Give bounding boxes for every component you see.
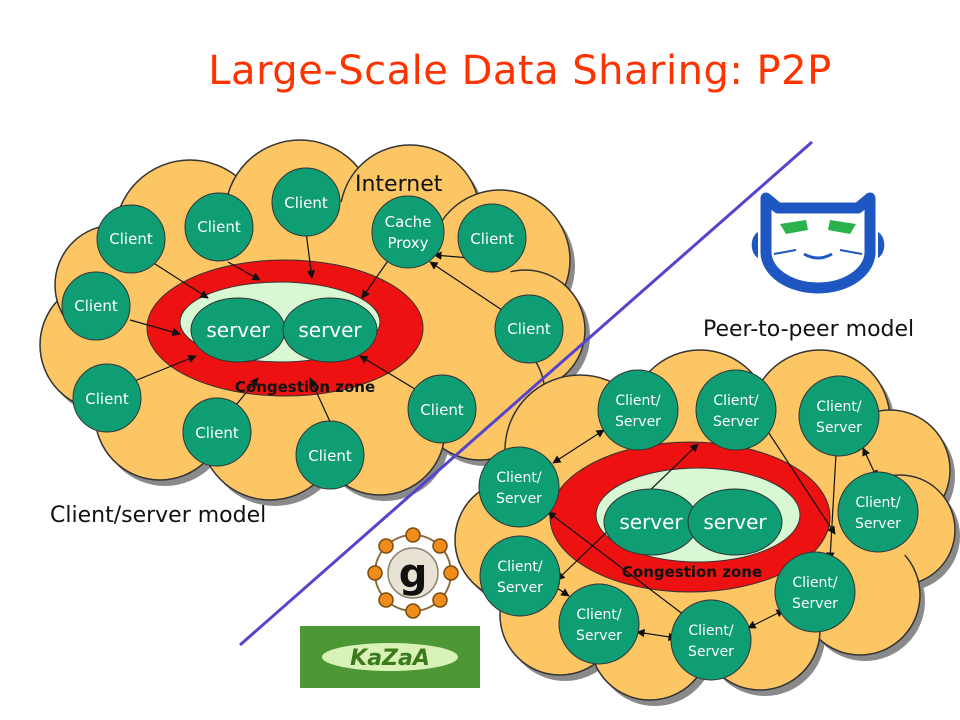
client-node[interactable]: Client: [182, 397, 252, 467]
kazaa-wordmark: KaZaA: [350, 646, 430, 671]
server-node-right-1[interactable]: server: [603, 488, 699, 556]
svg-text:Server: Server: [713, 414, 759, 430]
svg-text:Client: Client: [308, 447, 352, 465]
peer-node[interactable]: Client/Server: [670, 599, 752, 681]
svg-text:Proxy: Proxy: [387, 234, 428, 252]
svg-text:Client/: Client/: [855, 495, 901, 511]
congestion-zone-label-left: Congestion zone: [235, 378, 375, 396]
svg-text:Server: Server: [615, 414, 661, 430]
svg-text:Server: Server: [576, 628, 622, 644]
server-node-right-2[interactable]: server: [687, 488, 783, 556]
server-node-left-1[interactable]: server: [190, 297, 286, 363]
svg-text:server: server: [206, 318, 270, 342]
client-server-model-caption: Client/server model: [50, 503, 267, 528]
client-node[interactable]: Client: [271, 167, 341, 237]
svg-text:Server: Server: [497, 580, 543, 596]
peer-to-peer-model-caption: Peer-to-peer model: [703, 317, 915, 342]
svg-text:Server: Server: [496, 491, 542, 507]
peer-node[interactable]: Client/Server: [837, 471, 919, 553]
internet-label: Internet: [355, 172, 443, 197]
client-node[interactable]: Client: [295, 420, 365, 490]
peer-node[interactable]: Client/Server: [558, 583, 640, 665]
svg-text:Client/: Client/: [713, 393, 759, 409]
svg-text:Server: Server: [688, 644, 734, 660]
client-request-arrows: [129, 231, 503, 427]
svg-text:Server: Server: [816, 420, 862, 436]
svg-text:Client/: Client/: [688, 623, 734, 639]
kazaa-logo: KaZaA: [300, 626, 480, 688]
svg-text:Client: Client: [74, 297, 118, 315]
svg-text:Client/: Client/: [576, 607, 622, 623]
svg-text:Client/: Client/: [615, 393, 661, 409]
peer-node[interactable]: Client/Server: [774, 551, 856, 633]
client-node[interactable]: Client: [407, 374, 477, 444]
svg-text:Client/: Client/: [816, 399, 862, 415]
svg-text:Client: Client: [470, 230, 514, 248]
svg-text:Server: Server: [792, 596, 838, 612]
svg-text:Client: Client: [85, 390, 129, 408]
napster-logo: [751, 192, 885, 294]
congestion-zone-label-right: Congestion zone: [622, 563, 762, 581]
client-node[interactable]: Client: [184, 192, 254, 262]
svg-text:Client: Client: [507, 320, 551, 338]
svg-text:server: server: [703, 510, 767, 534]
svg-text:Server: Server: [855, 516, 901, 532]
client-node[interactable]: Client: [72, 363, 142, 433]
peer-node[interactable]: Client/Server: [695, 369, 777, 451]
peer-node[interactable]: Client/Server: [478, 446, 560, 528]
client-node[interactable]: Client: [61, 271, 131, 341]
svg-text:Client/: Client/: [497, 559, 543, 575]
svg-text:Cache: Cache: [385, 213, 432, 231]
svg-text:Client/: Client/: [496, 470, 542, 486]
svg-text:server: server: [298, 318, 362, 342]
slide-title: Large-Scale Data Sharing: P2P: [208, 48, 832, 94]
svg-text:Client: Client: [284, 194, 328, 212]
gnutella-letter: g: [399, 551, 428, 597]
peer-node[interactable]: Client/Server: [597, 369, 679, 451]
svg-text:Client: Client: [197, 218, 241, 236]
svg-text:Client: Client: [109, 230, 153, 248]
client-node[interactable]: Client: [494, 294, 564, 364]
cache-proxy-node[interactable]: Cache Proxy: [371, 195, 445, 269]
server-node-left-2[interactable]: server: [282, 297, 378, 363]
svg-text:server: server: [619, 510, 683, 534]
svg-text:Client: Client: [195, 424, 239, 442]
client-node[interactable]: Client: [457, 203, 527, 273]
svg-text:Client/: Client/: [792, 575, 838, 591]
model-divider-line: [239, 140, 813, 647]
peer-node[interactable]: Client/Server: [479, 535, 561, 617]
gnutella-logo: g: [367, 527, 459, 619]
client-node[interactable]: Client: [96, 204, 166, 274]
peer-node[interactable]: Client/Server: [798, 375, 880, 457]
svg-text:Client: Client: [420, 401, 464, 419]
